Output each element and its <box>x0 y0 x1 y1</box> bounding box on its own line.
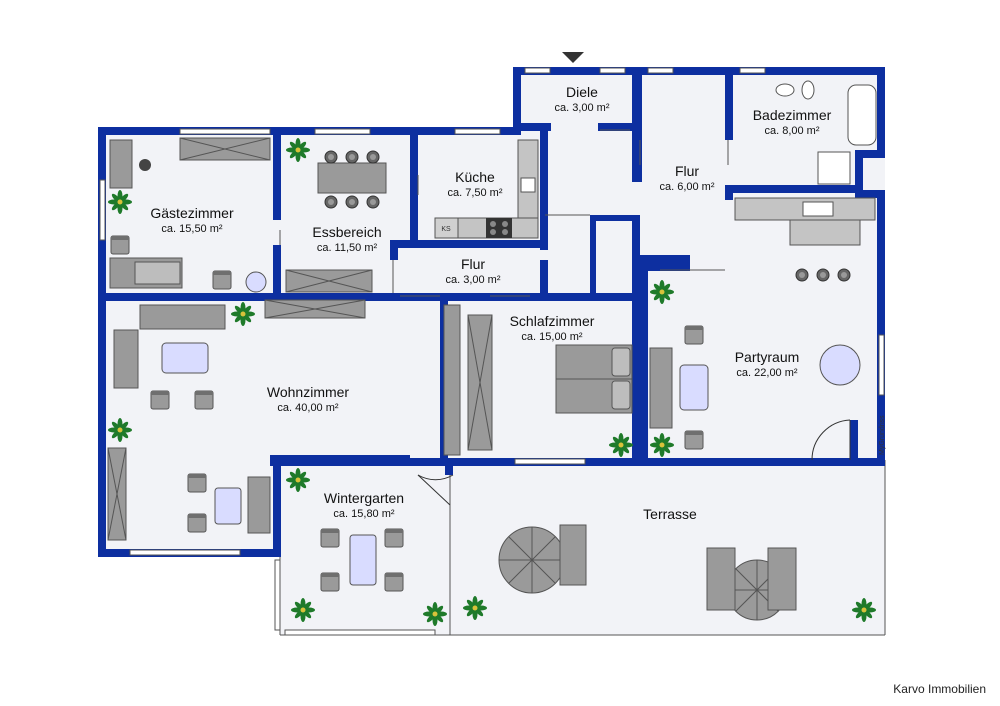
room-name: Flur <box>461 256 485 272</box>
credit-text: Karvo Immobilien <box>893 682 986 696</box>
room-name: Schlafzimmer <box>510 313 595 329</box>
room-name: Küche <box>455 169 495 185</box>
room-name: Flur <box>675 163 699 179</box>
room-area: ca. 6,00 m² <box>659 181 714 193</box>
walls <box>98 67 885 557</box>
doors <box>279 129 851 506</box>
room-labels: Diele ca. 3,00 m² Badezimmer ca. 8,00 m²… <box>150 84 886 522</box>
room-area: ca. 3,00 m² <box>445 274 500 286</box>
room-area: ca. 7,50 m² <box>447 187 502 199</box>
side-mark: MyGrundriss <box>879 415 886 455</box>
room-area: ca. 3,00 m² <box>554 102 609 114</box>
room-area: ca. 11,50 m² <box>317 242 378 254</box>
room-area: ca. 40,00 m² <box>277 402 338 414</box>
room-name: Wohnzimmer <box>267 384 350 400</box>
room-name: Gästezimmer <box>150 205 234 221</box>
room-name: Diele <box>566 84 598 100</box>
room-area: ca. 8,00 m² <box>764 125 819 137</box>
entrance-arrow-icon <box>562 52 584 63</box>
room-name: Partyraum <box>735 349 800 365</box>
room-name: Essbereich <box>312 224 381 240</box>
room-area: ca. 15,50 m² <box>161 223 222 235</box>
windows <box>99 67 885 636</box>
room-name: Terrasse <box>643 506 697 522</box>
room-name: Badezimmer <box>753 107 832 123</box>
room-area: ca. 22,00 m² <box>736 367 797 379</box>
room-area: ca. 15,80 m² <box>333 508 394 520</box>
room-area: ca. 15,00 m² <box>521 331 582 343</box>
room-name: Wintergarten <box>324 490 404 506</box>
furniture <box>107 80 877 621</box>
fridge-label: KS <box>441 226 451 233</box>
